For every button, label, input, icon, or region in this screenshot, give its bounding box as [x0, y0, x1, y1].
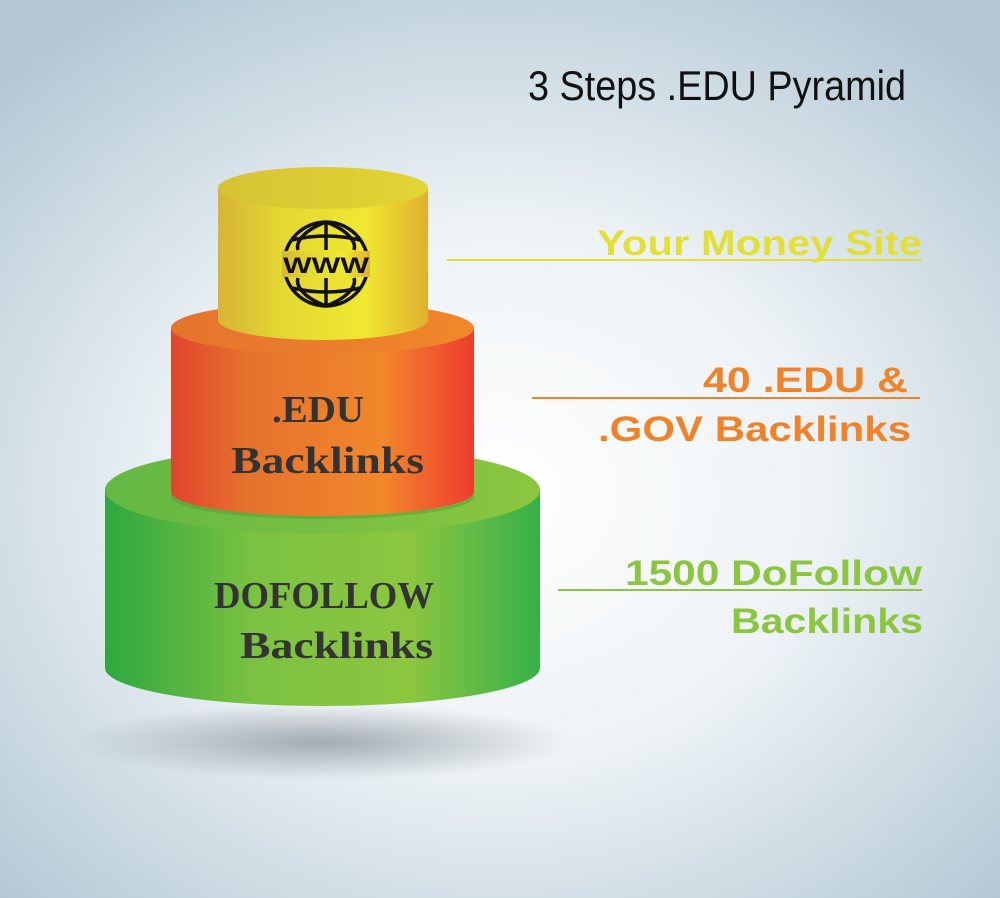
globe-www-icon: WWW	[282, 220, 370, 308]
diagram-title: 3 Steps .EDU Pyramid	[528, 62, 906, 109]
dofollow-label-line1: 1500 DoFollow	[625, 554, 923, 593]
globe-www-text: WWW	[283, 253, 369, 278]
edu-label-line1: 40 .EDU &	[703, 361, 908, 400]
tier-money-site-cylinder: WWW	[218, 167, 428, 340]
label-money-site: Your Money Site	[447, 224, 922, 263]
money-site-label: Your Money Site	[597, 224, 922, 263]
pyramid-shadow	[72, 704, 572, 780]
edu-label-line2: .GOV Backlinks	[598, 410, 911, 449]
label-edu: 40 .EDU & .GOV Backlinks	[532, 361, 920, 449]
dofollow-label-line2: Backlinks	[731, 602, 923, 641]
edu-cylinder-line1: .EDU	[272, 389, 364, 431]
dofollow-cylinder-line1: DOFOLLOW	[214, 575, 434, 617]
edu-cylinder-line2: Backlinks	[231, 440, 424, 482]
label-dofollow: 1500 DoFollow Backlinks	[558, 554, 923, 641]
dofollow-cylinder-line2: Backlinks	[240, 625, 433, 667]
